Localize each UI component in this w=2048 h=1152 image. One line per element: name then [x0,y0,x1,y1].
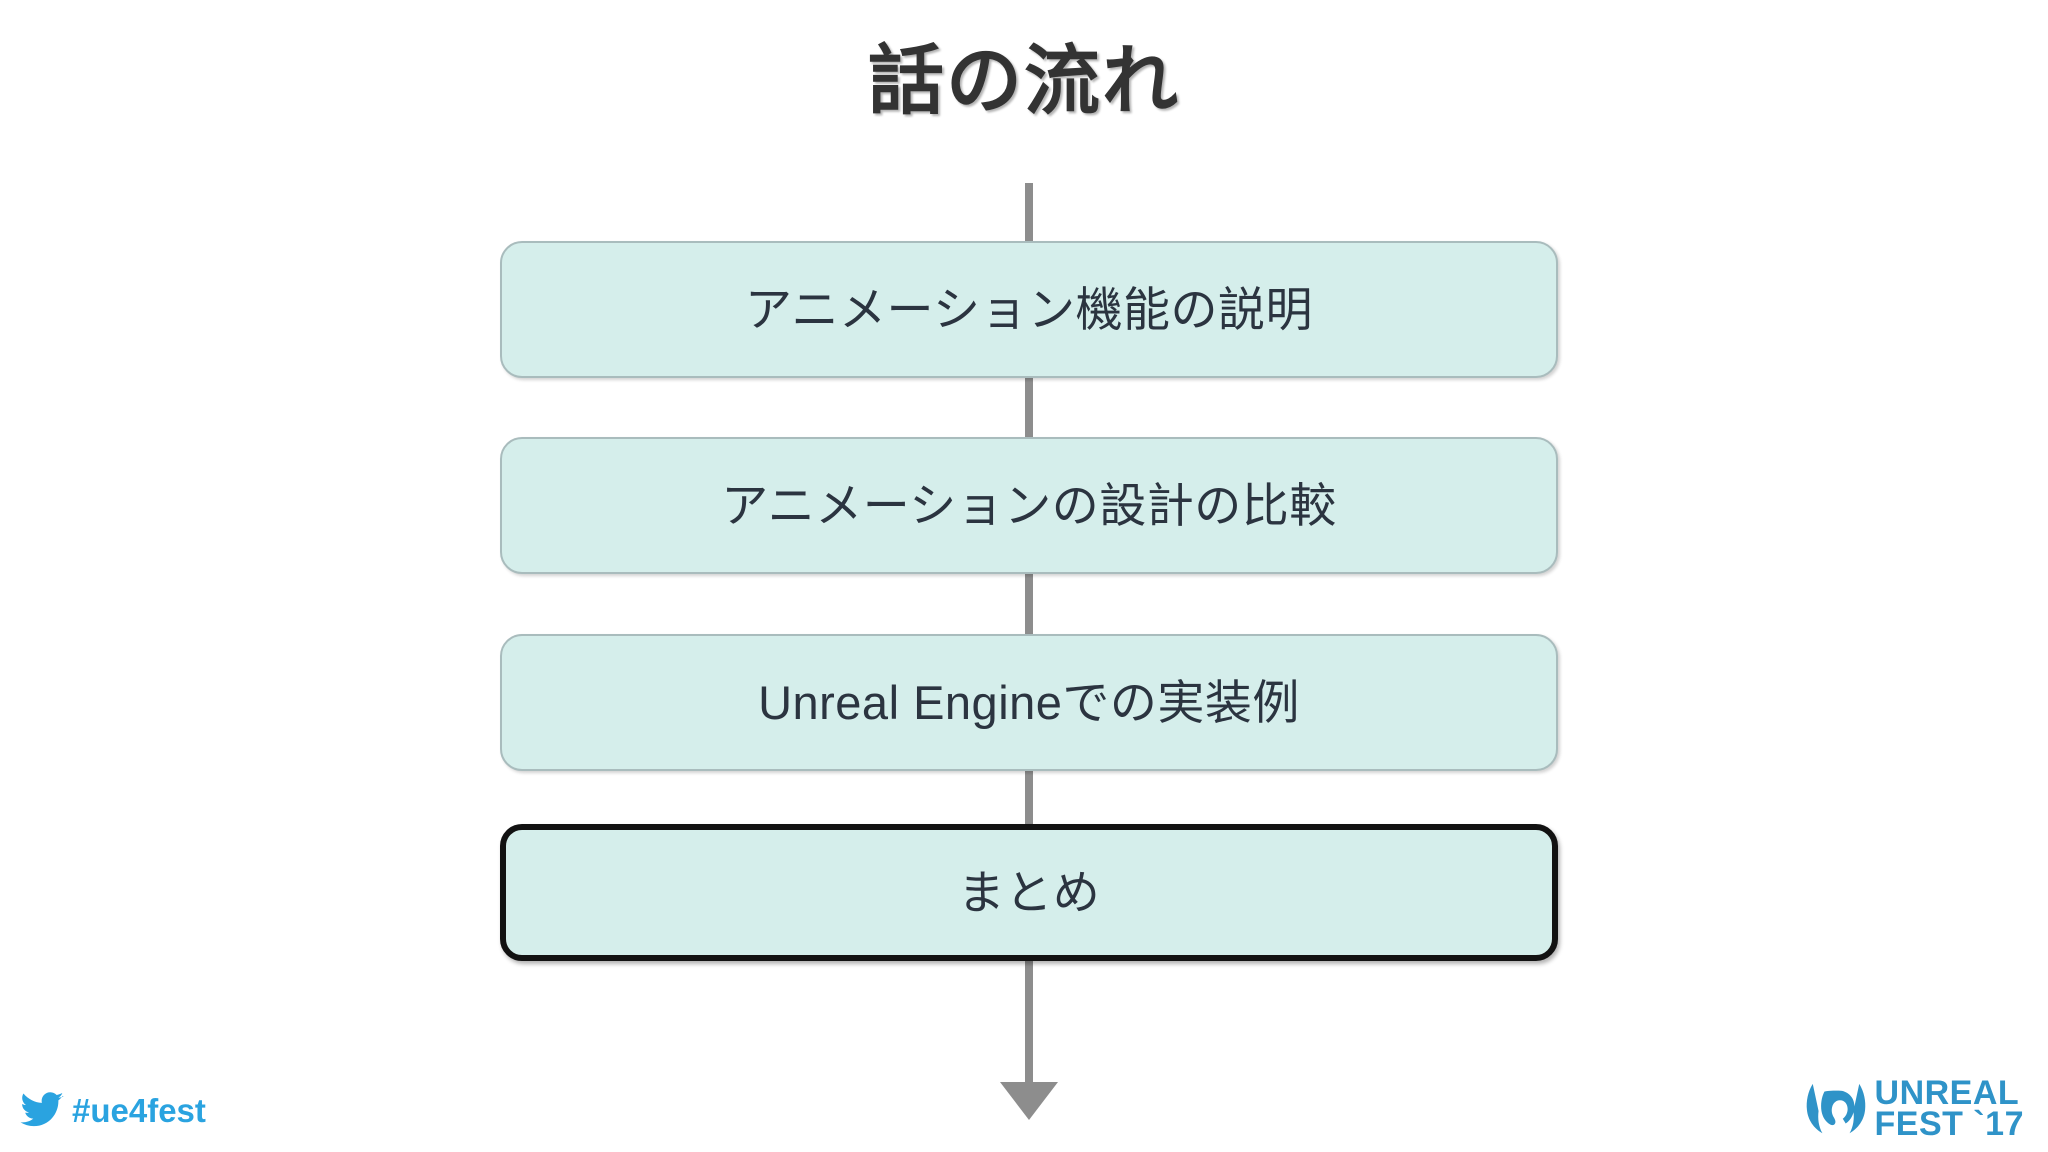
flow-box-label: アニメーション機能の説明 [744,282,1314,336]
twitter-hashtag: #ue4fest [20,1092,206,1128]
flow-box-label: Unreal Engineでの実装例 [758,675,1300,729]
flow-box-label: まとめ [957,865,1101,919]
flow-box-animation-design-comparison[interactable]: アニメーションの設計の比較 [500,437,1558,574]
unreal-engine-u-icon [1805,1078,1867,1140]
twitter-bird-icon [20,1092,64,1128]
logo-line-unreal: UNREAL [1874,1074,2020,1112]
flow-box-animation-feature[interactable]: アニメーション機能の説明 [500,241,1558,378]
flow-box-unreal-engine-implementation[interactable]: Unreal Engineでの実装例 [500,634,1558,771]
unreal-fest-wordmark: UNREAL FEST `17 [1874,1074,2024,1144]
logo-line-fest-year: FEST `17 [1874,1105,2024,1144]
flow-box-label: アニメーションの設計の比較 [721,478,1337,532]
twitter-handle-label: #ue4fest [72,1091,206,1129]
page-title: 話の流れ [868,39,1180,124]
flow-arrow-head-icon [1000,1082,1058,1120]
flow-box-summary[interactable]: まとめ [500,824,1558,961]
unreal-fest-logo: UNREAL FEST `17 [1805,1074,2024,1144]
